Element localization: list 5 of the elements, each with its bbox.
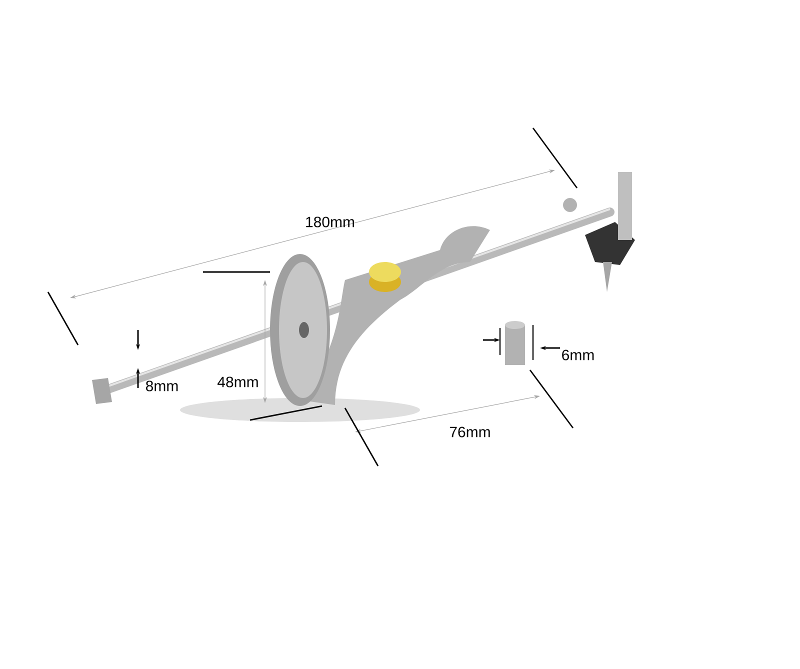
dimension-label: 6mm <box>562 350 594 360</box>
dimension-label: 48mm <box>218 376 258 388</box>
dimension-label: 8mm <box>146 380 178 392</box>
dimension-label: 180mm <box>306 216 354 228</box>
dimension-label: 76mm <box>450 426 490 438</box>
